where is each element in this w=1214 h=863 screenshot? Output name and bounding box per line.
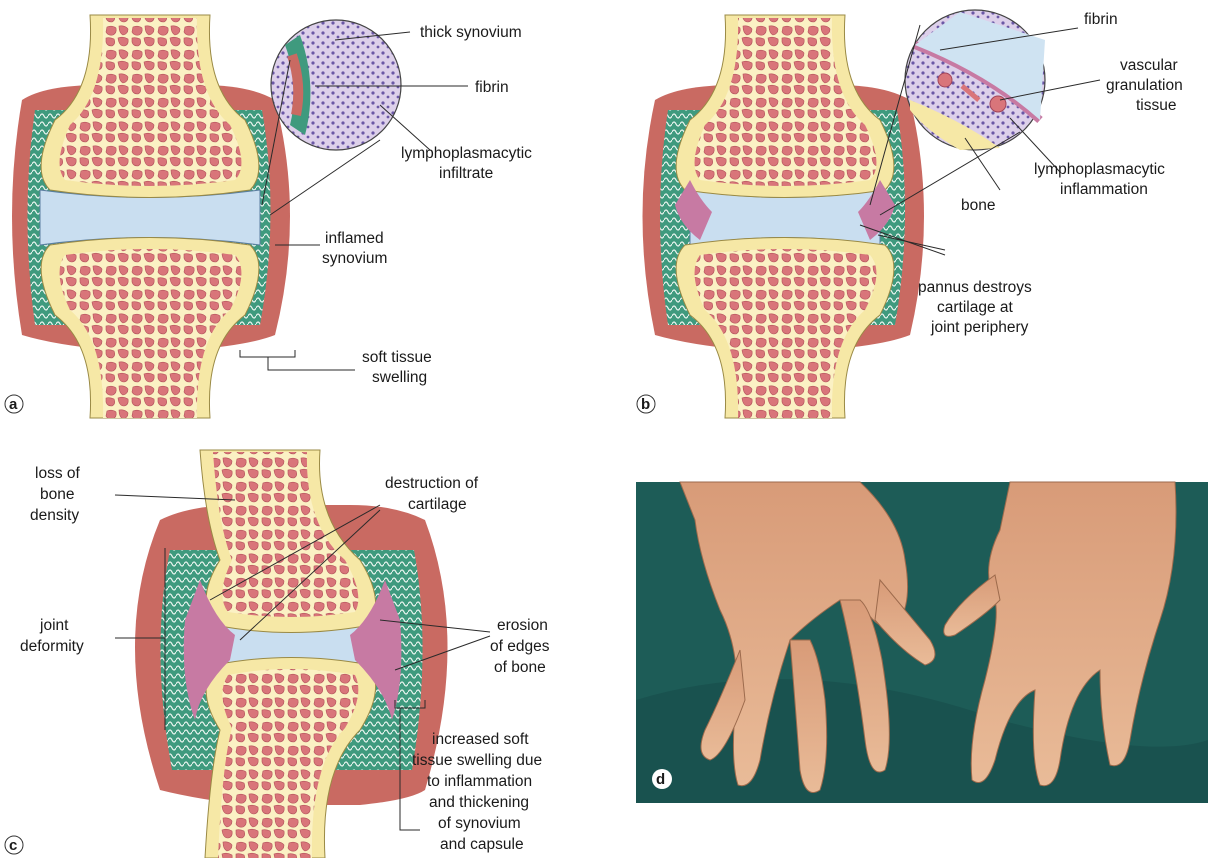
label-swelling-2: swelling <box>372 369 427 386</box>
label-vascular-1: vascular <box>1120 57 1178 74</box>
label-loss-1: loss of <box>35 465 80 482</box>
label-bone-b: bone <box>961 197 995 214</box>
label-inflamed-1: inflamed <box>325 230 384 247</box>
label-erosion-1: erosion <box>497 617 548 634</box>
label-loss-3: density <box>30 507 79 524</box>
label-increased-2: tissue swelling due <box>412 752 542 769</box>
label-increased-6: and capsule <box>440 836 524 853</box>
panel-letter-c: c <box>5 836 23 854</box>
joint-diagram-a <box>12 15 290 418</box>
panel-b: fibrin vascular granulation tissue bone … <box>637 10 1183 418</box>
label-destruction-2: cartilage <box>408 496 467 513</box>
joint-space-a <box>40 190 260 245</box>
label-erosion-2: of edges <box>490 638 550 655</box>
label-lympho-b-2: inflammation <box>1060 181 1148 198</box>
label-increased-3: to inflammation <box>427 773 532 790</box>
label-inflamed-2: synovium <box>322 250 387 267</box>
label-thick-synovium: thick synovium <box>420 24 522 41</box>
label-increased-4: and thickening <box>429 794 529 811</box>
label-erosion-3: of bone <box>494 659 546 676</box>
label-lympho-a-1: lymphoplasmacytic <box>401 145 532 162</box>
joint-space-b <box>690 190 880 245</box>
svg-text:d: d <box>656 771 665 788</box>
label-deformity-2: deformity <box>20 638 84 655</box>
label-pannus-3: joint periphery <box>930 319 1029 336</box>
svg-text:c: c <box>9 837 17 854</box>
label-increased-1: increased soft <box>432 731 529 748</box>
label-vascular-3: tissue <box>1136 97 1177 114</box>
label-swelling-1: soft tissue <box>362 349 432 366</box>
label-vascular-2: granulation <box>1106 77 1183 94</box>
label-fibrin-a: fibrin <box>475 79 509 96</box>
label-loss-2: bone <box>40 486 74 503</box>
label-destruction-1: destruction of <box>385 475 479 492</box>
panel-letter-d: d <box>652 769 672 789</box>
label-lympho-b-1: lymphoplasmacytic <box>1034 161 1165 178</box>
label-pannus-1: pannus destroys <box>918 279 1032 296</box>
label-deformity-1: joint <box>39 617 69 634</box>
panel-d: d <box>636 482 1208 803</box>
label-lympho-a-2: infiltrate <box>439 165 493 182</box>
label-increased-5: of synovium <box>438 815 521 832</box>
panel-c: loss of bone density destruction of cart… <box>5 450 550 858</box>
panel-letter-a: a <box>5 395 23 413</box>
panel-letter-b: b <box>637 395 655 413</box>
joint-diagram-b <box>643 15 925 418</box>
magnified-inset-b <box>905 10 1045 150</box>
label-pannus-2: cartilage at <box>937 299 1014 316</box>
label-fibrin-b: fibrin <box>1084 11 1118 28</box>
joint-diagram-c <box>135 450 448 858</box>
svg-text:a: a <box>9 396 18 413</box>
svg-text:b: b <box>641 396 650 413</box>
panel-a: thick synovium fibrin lymphoplasmacytic … <box>5 15 532 418</box>
